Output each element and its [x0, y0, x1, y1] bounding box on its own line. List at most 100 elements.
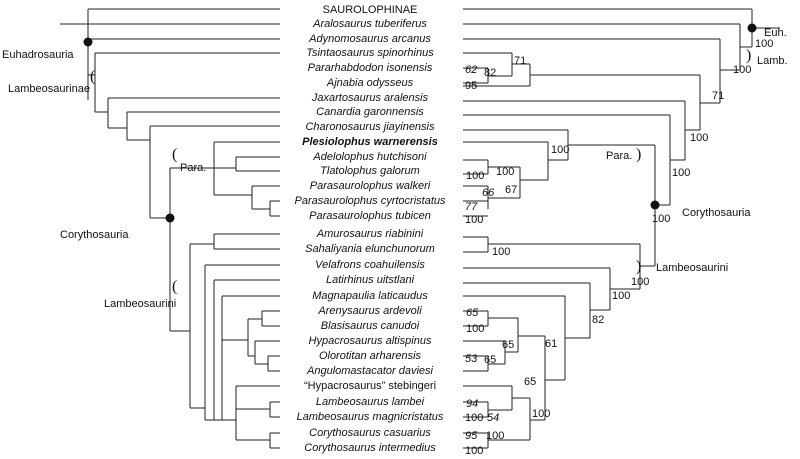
- support-value: 65: [484, 354, 496, 366]
- support-value: 82: [484, 67, 496, 79]
- support-value: 65: [502, 339, 514, 351]
- node-dot: [650, 200, 660, 210]
- support-value: 65: [466, 307, 479, 319]
- support-value: 100: [465, 214, 483, 226]
- taxon-label: Blasisaurus canudoi: [321, 320, 420, 332]
- branch: [463, 64, 720, 130]
- node-dot: [165, 213, 175, 223]
- taxon-label: Tlatolophus galorum: [320, 165, 420, 177]
- stem-bracket: (: [90, 68, 95, 85]
- taxon-labels: SAUROLOPHINAE Aralosaurus tuberiferus Ad…: [294, 4, 446, 454]
- branch: [236, 432, 280, 449]
- branch: [463, 141, 568, 180]
- support-value: 100: [466, 170, 484, 182]
- branch: [60, 8, 280, 25]
- taxon-label: Jaxartosaurus aralensis: [311, 92, 429, 104]
- branch: [463, 282, 610, 338]
- branch: [463, 159, 520, 175]
- support-value: 100: [532, 408, 550, 420]
- taxon-label: Aralosaurus tuberiferus: [312, 18, 427, 30]
- branch: [95, 97, 280, 128]
- taxon-label: Tsintaosaurus spinorhinus: [306, 47, 434, 59]
- branch: [463, 167, 548, 209]
- taxon-label: Adynomosaurus arcanus: [308, 33, 431, 45]
- branch: [463, 295, 590, 380]
- branch: [463, 236, 640, 253]
- taxon-label: Charonosaurus jiayinensis: [305, 121, 435, 133]
- taxon-label: Sahaliyania elunchunorum: [305, 243, 435, 255]
- branch: [214, 295, 280, 421]
- clade-label-lamb: Lamb.: [757, 55, 788, 67]
- support-value: 100: [631, 276, 649, 288]
- taxon-label: Hypacrosaurus altispinus: [309, 335, 432, 347]
- branch: [463, 401, 512, 418]
- taxon-label: Magnapaulia laticaudus: [312, 290, 428, 302]
- taxon-label: Parasaurolophus cyrtocristatus: [294, 195, 446, 207]
- branch: [463, 100, 700, 160]
- branch: [222, 385, 280, 440]
- branch: [463, 114, 685, 205]
- taxon-label: Latirhinus uitstlani: [326, 274, 415, 286]
- branch: [463, 38, 740, 103]
- support-value: 95: [465, 80, 477, 92]
- clade-label-lambeosaurini: Lambeosaurini: [104, 298, 176, 310]
- support-value: 66: [482, 187, 495, 199]
- branch: [222, 310, 280, 356]
- support-value: 100: [486, 430, 504, 442]
- branch: [214, 156, 280, 172]
- support-value: 95: [465, 430, 478, 442]
- left-tree-internal: [463, 8, 780, 449]
- clade-label-corythosauria: Corythosauria: [60, 229, 129, 241]
- clade-label-euhadrosauria: Euhadrosauria: [2, 49, 74, 61]
- stem-bracket: ): [636, 258, 641, 275]
- support-value: 54: [487, 412, 499, 424]
- support-value: 53: [465, 353, 478, 365]
- taxon-label: Angulomastacator daviesi: [306, 365, 434, 377]
- support-value: 100: [465, 445, 483, 457]
- branch: [248, 340, 280, 372]
- clade-label-corythosauria-right: Corythosauria: [682, 207, 751, 219]
- branch: [463, 336, 565, 449]
- clade-label-lambeosaurinae: Lambeosaurinae: [8, 83, 90, 95]
- support-value: 100: [690, 132, 708, 144]
- stem-bracket: ): [746, 47, 751, 64]
- branch: [108, 111, 280, 140]
- branch: [463, 67, 512, 84]
- branch: [463, 129, 670, 266]
- support-value: 71: [514, 55, 526, 67]
- taxon-label: Parasaurolophus tubicen: [309, 210, 431, 222]
- taxon-label: Pararhabdodon isonensis: [308, 62, 433, 74]
- support-value: 100: [496, 166, 514, 178]
- taxon-label: Corythosaurus intermedius: [304, 442, 436, 454]
- node-markers: [83, 23, 757, 223]
- stem-markers: ( ( ( ) ) ): [90, 47, 751, 295]
- stem-bracket: ): [636, 146, 641, 163]
- support-value: 100: [612, 290, 630, 302]
- clade-label-para-right: Para.: [606, 150, 632, 162]
- taxon-label: Canardia garonnensis: [316, 106, 424, 118]
- support-value: 61: [545, 338, 557, 350]
- taxon-label: Lambeosaurus lambei: [316, 396, 425, 408]
- support-values: 62 82 95 71 100 100 67 66 77 100 100 65 …: [465, 38, 773, 457]
- branch: [463, 244, 655, 310]
- support-value: 77: [465, 201, 478, 213]
- branch: [463, 318, 545, 364]
- taxon-label: Lambeosaurus magnicristatus: [297, 411, 444, 423]
- support-value: 65: [524, 376, 536, 388]
- support-value: 100: [492, 246, 510, 258]
- node-dot: [747, 23, 757, 33]
- support-value: 100: [652, 213, 670, 225]
- support-value: 100: [755, 38, 773, 50]
- branch: [87, 24, 95, 76]
- branch: [94, 52, 280, 112]
- node-dot: [83, 37, 93, 47]
- taxon-label: Arenysaurus ardevoli: [317, 305, 422, 317]
- support-value: 100: [672, 167, 690, 179]
- left-tree-branches: [60, 8, 280, 449]
- clade-label-euh: Euh.: [764, 27, 787, 39]
- taxon-label: “Hypacrosaurus” stebingeri: [304, 380, 436, 392]
- branch: [236, 401, 280, 418]
- branch: [190, 264, 280, 420]
